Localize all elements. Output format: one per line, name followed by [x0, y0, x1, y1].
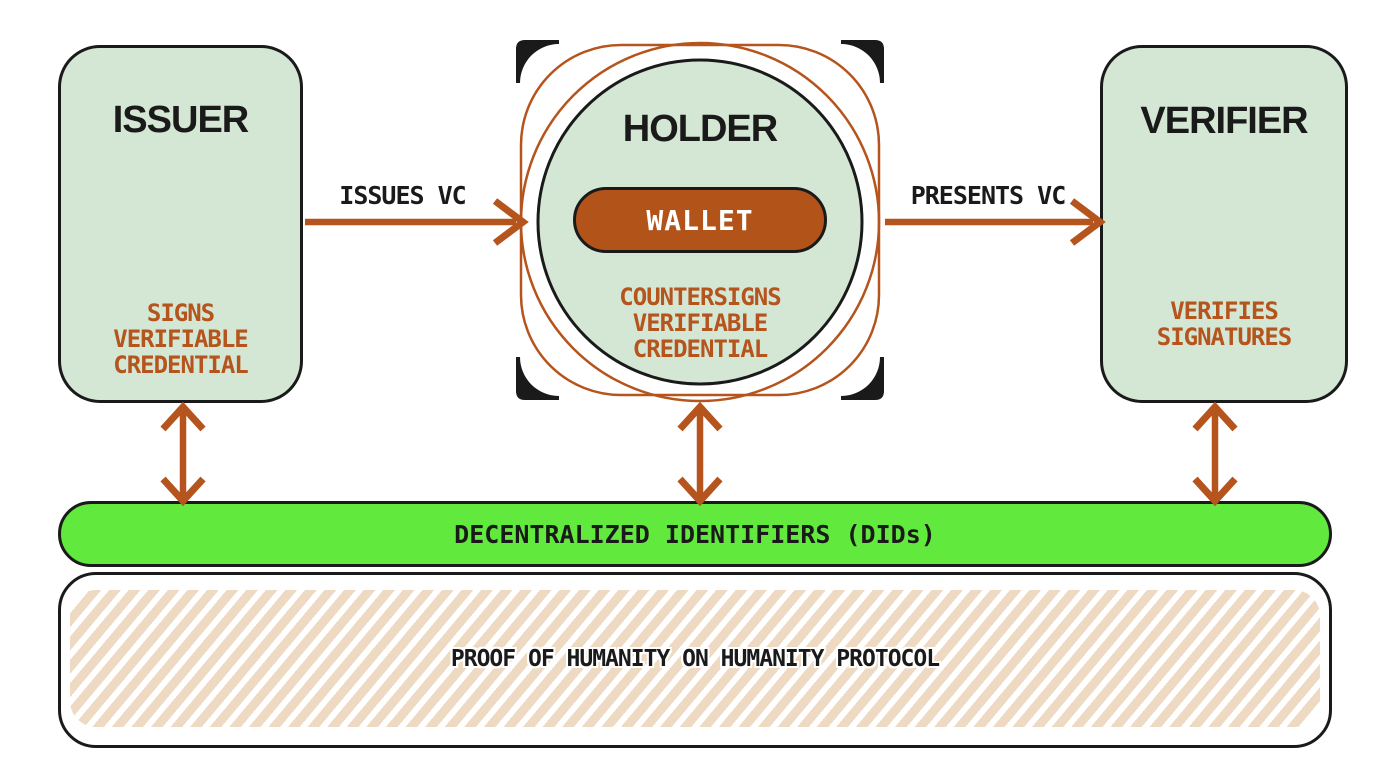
holder-did-double-arrow-icon — [677, 401, 723, 507]
did-bar-label: DECENTRALIZED IDENTIFIERS (DIDs) — [454, 519, 936, 549]
did-bar: DECENTRALIZED IDENTIFIERS (DIDs) — [58, 501, 1332, 567]
presents-vc-label: PRESENTS VC — [910, 181, 1067, 210]
issuer-did-double-arrow-icon — [160, 401, 206, 507]
holder-role-text: COUNTERSIGNS VERIFIABLE CREDENTIAL — [619, 283, 781, 363]
foundation-label: PROOF OF HUMANITY ON HUMANITY PROTOCOL — [450, 645, 940, 672]
issuer-box: ISSUER SIGNS VERIFIABLE CREDENTIAL — [58, 45, 303, 403]
issuer-title: ISSUER — [112, 99, 249, 141]
issues-vc-label: ISSUES VC — [339, 181, 466, 210]
wallet-label: WALLET — [646, 203, 754, 237]
wallet-pill: WALLET — [573, 187, 827, 253]
holder-group: HOLDER WALLET COUNTERSIGNS VERIFIABLE CR… — [513, 37, 887, 403]
verifier-title: VERIFIER — [1140, 100, 1308, 142]
corner-bracket-icon — [516, 40, 884, 400]
foundation-box: PROOF OF HUMANITY ON HUMANITY PROTOCOL — [58, 572, 1332, 748]
issuer-role-text: SIGNS VERIFIABLE CREDENTIAL — [113, 299, 249, 379]
hatch-pattern: PROOF OF HUMANITY ON HUMANITY PROTOCOL — [70, 590, 1320, 727]
verifier-box: VERIFIER VERIFIES SIGNATURES — [1100, 45, 1348, 403]
verifier-role-text: VERIFIES SIGNATURES — [1156, 297, 1293, 351]
verifier-did-double-arrow-icon — [1192, 401, 1238, 507]
holder-title: HOLDER — [622, 108, 778, 150]
